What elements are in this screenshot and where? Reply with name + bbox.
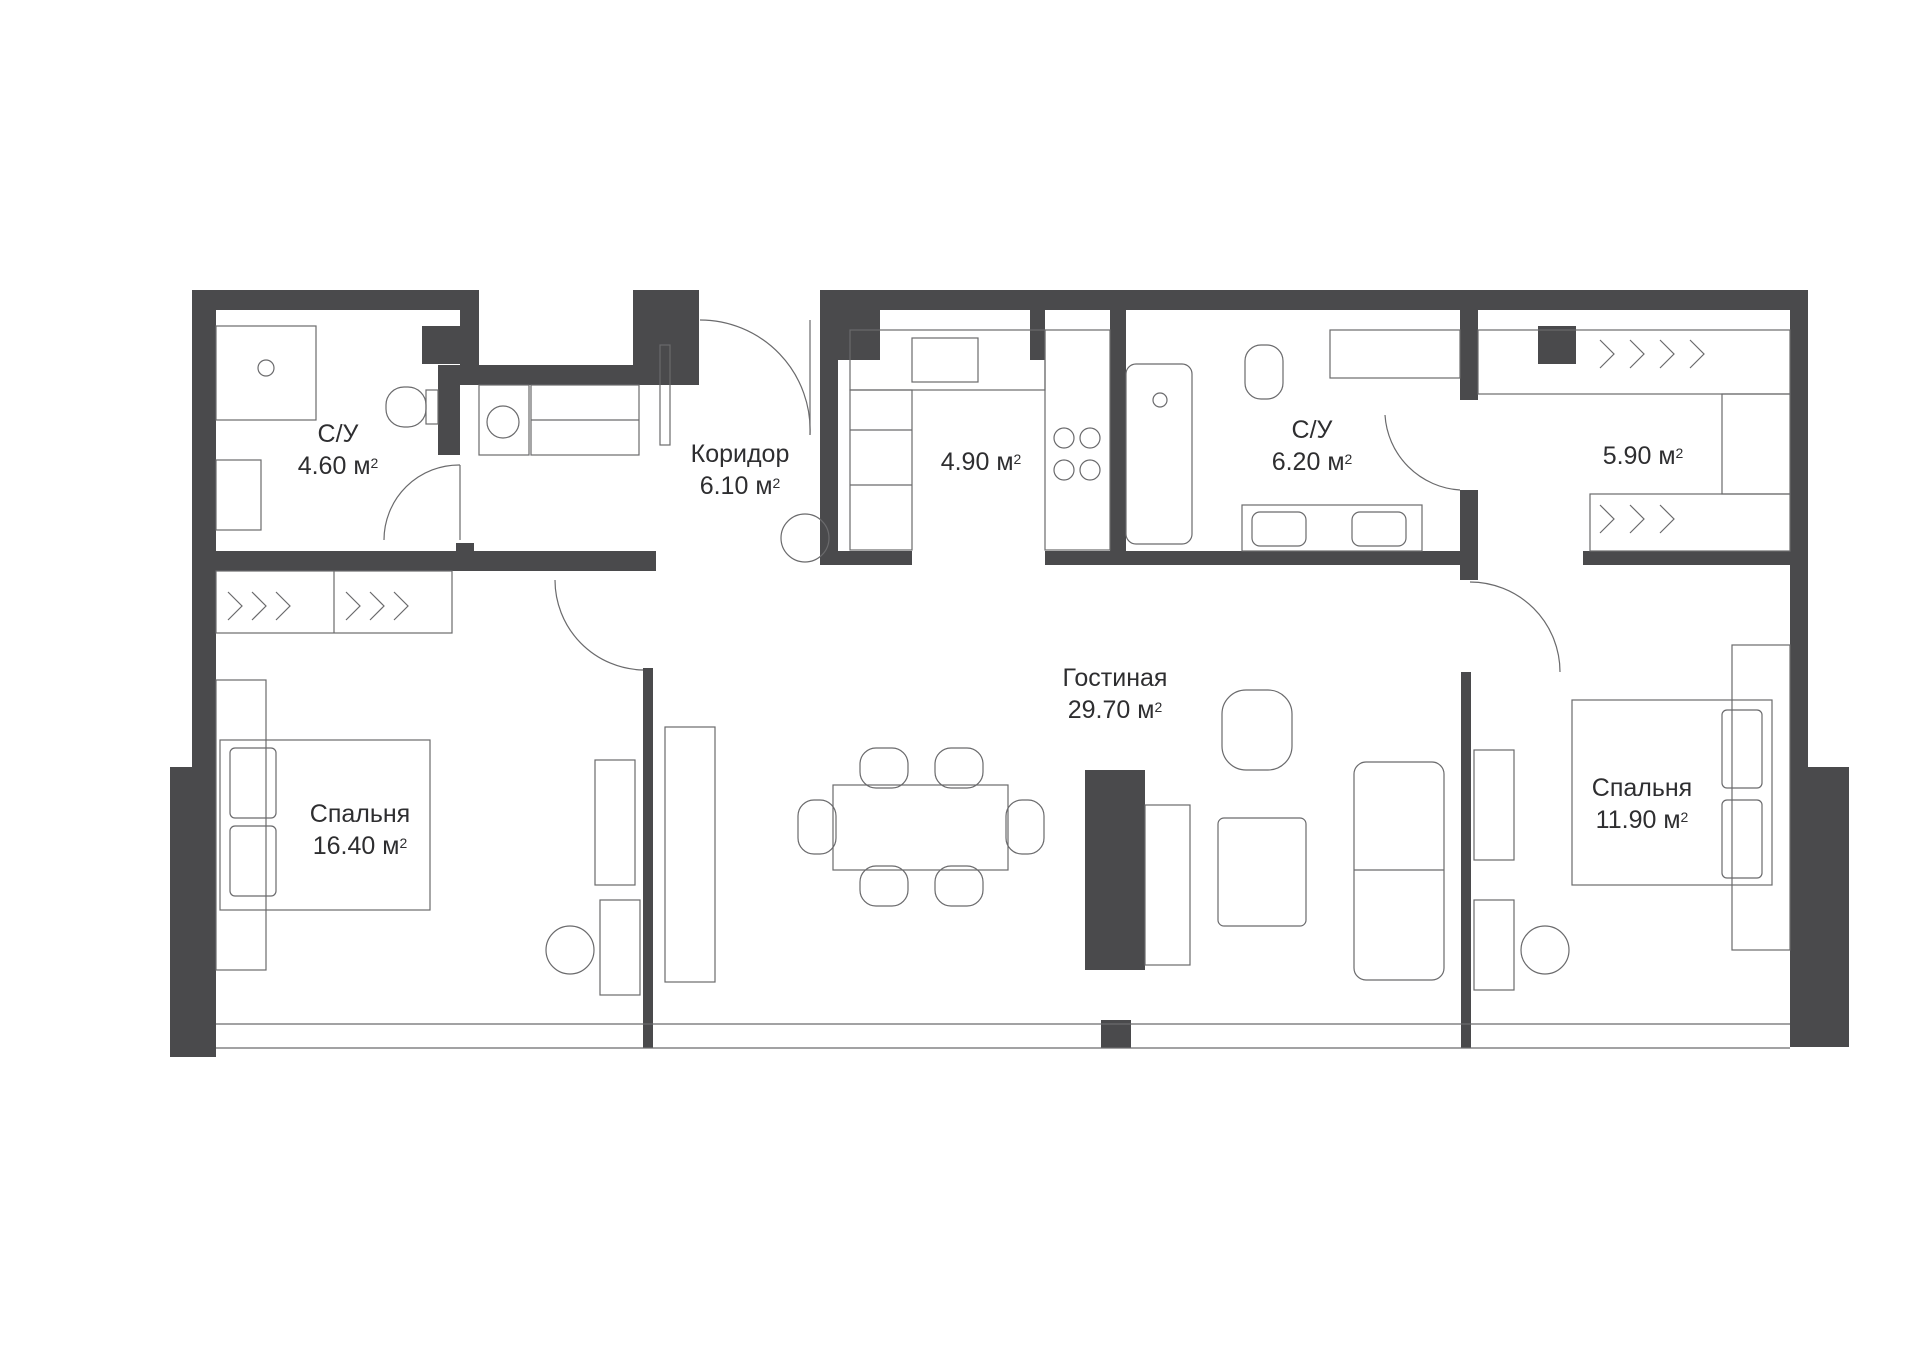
room-label-corridor: Коридор 6.10 м2: [670, 438, 810, 502]
room-area: 4.90 м2: [940, 448, 1022, 476]
room-area: 4.60 м2: [297, 452, 379, 480]
room-name: Коридор: [690, 440, 790, 468]
room-area: 6.20 м2: [1271, 448, 1353, 476]
room-name: Спальня: [309, 800, 411, 828]
room-label-living: Гостиная 29.70 м2: [1040, 662, 1190, 726]
room-label-bath1: С/У 4.60 м2: [278, 418, 398, 482]
room-label-bedroom2: Спальня 11.90 м2: [1572, 772, 1712, 836]
room-name: Гостиная: [1062, 664, 1168, 692]
room-name: С/У: [317, 420, 359, 448]
room-name: С/У: [1291, 416, 1333, 444]
walls: [170, 290, 1849, 1057]
room-label-wardrobe: 5.90 м2: [1588, 440, 1698, 472]
furniture: [215, 325, 1791, 1049]
room-label-bedroom1: Спальня 16.40 м2: [290, 798, 430, 862]
room-area: 5.90 м2: [1602, 442, 1684, 470]
room-area: 11.90 м2: [1595, 806, 1689, 834]
hanger-icons: [227, 339, 1705, 621]
room-area: 16.40 м2: [312, 832, 408, 860]
room-area: 29.70 м2: [1067, 696, 1163, 724]
room-name: Спальня: [1591, 774, 1693, 802]
room-label-kitchen: 4.90 м2: [926, 446, 1036, 478]
room-area: 6.10 м2: [699, 472, 781, 500]
doors: [383, 319, 1561, 673]
room-label-bath2: С/У 6.20 м2: [1252, 414, 1372, 478]
